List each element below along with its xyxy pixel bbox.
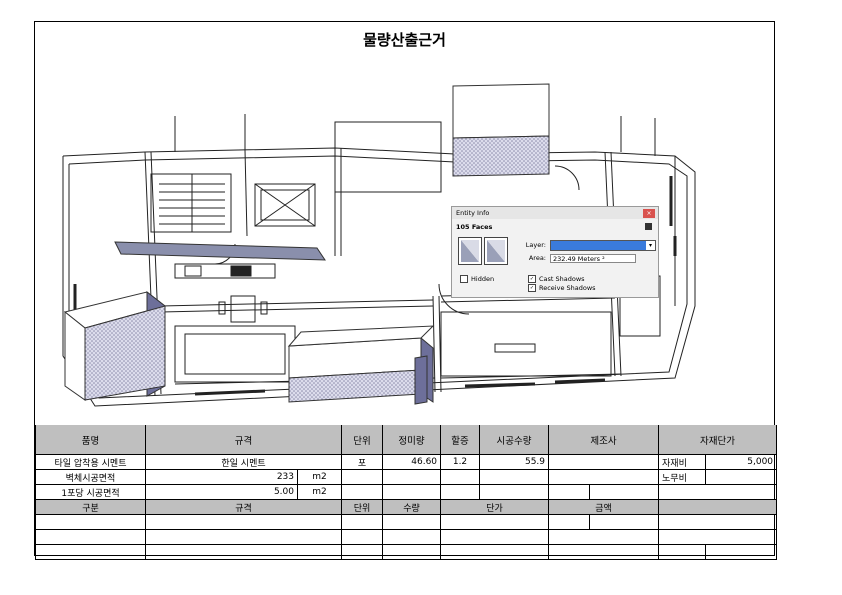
pin-icon[interactable] xyxy=(645,223,652,230)
item-maker xyxy=(548,454,660,470)
table-row xyxy=(35,529,778,545)
item-net: 46.60 xyxy=(382,454,442,470)
item-name: 1포당 시공면적 xyxy=(35,484,146,500)
table-header-row: 구분 규격 단위 수량 단가 금액 xyxy=(35,499,778,515)
chevron-down-icon: ▾ xyxy=(646,241,655,250)
table-header-row: 품명 규격 단위 정미량 할증 시공수량 제조사 자재단가 xyxy=(35,425,778,455)
col-header: 품명 xyxy=(35,425,146,455)
cost-value: 5,000 xyxy=(705,454,778,470)
item-qty: 55.9 xyxy=(479,454,550,470)
sheet-title: 물량산출근거 xyxy=(35,22,774,57)
item-spec: 한일 시멘트 xyxy=(144,454,343,470)
cost-label: 노무비 xyxy=(658,469,707,485)
back-material-swatch[interactable] xyxy=(484,237,508,265)
close-icon[interactable]: × xyxy=(643,209,655,218)
col-header: 제조사 xyxy=(548,425,660,455)
table-row: 타일 압착용 시멘트 한일 시멘트 포 46.60 1.2 55.9 자재비 5… xyxy=(35,454,778,470)
table-row: 1포당 시공면적 5.00 m2 xyxy=(35,484,778,500)
item-unit: m2 xyxy=(296,484,343,500)
hidden-checkbox[interactable]: Hidden xyxy=(460,275,494,283)
cost-label: 자재비 xyxy=(658,454,707,470)
area-value: 232.49 Meters ² xyxy=(550,254,636,263)
receive-shadows-checkbox[interactable]: ✓Receive Shadows xyxy=(528,284,596,292)
item-unit: m2 xyxy=(296,469,343,485)
col-header: 단위 xyxy=(341,499,384,515)
hidden-label: Hidden xyxy=(471,275,495,283)
table-row: 벽체시공면적 233 m2 노무비 xyxy=(35,469,778,485)
col-header: 구분 xyxy=(35,499,146,515)
col-header: 규격 xyxy=(144,499,343,515)
item-value: 5.00 xyxy=(145,484,298,500)
receive-shadows-label: Receive Shadows xyxy=(539,284,596,292)
item-name: 벽체시공면적 xyxy=(35,469,146,485)
entity-info-title: Entity Info xyxy=(452,207,658,219)
col-header: 시공수량 xyxy=(479,425,550,455)
entity-info-panel[interactable]: Entity Info × 105 Faces Layer: ▾ Area: 2… xyxy=(451,206,659,298)
item-name: 타일 압착용 시멘트 xyxy=(35,454,146,470)
quantity-table: 품명 규격 단위 정미량 할증 시공수량 제조사 자재단가 타일 압착용 시멘트… xyxy=(35,425,778,560)
quantity-sheet: 물량산출근거 xyxy=(34,21,778,560)
layer-dropdown[interactable]: ▾ xyxy=(550,240,656,251)
col-header: 정미량 xyxy=(382,425,442,455)
col-header: 자재단가 xyxy=(658,425,778,455)
layer-label: Layer: xyxy=(525,241,546,249)
item-unit: 포 xyxy=(341,454,384,470)
col-header: 할증 xyxy=(440,425,481,455)
item-extra: 1.2 xyxy=(440,454,481,470)
faces-count: 105 Faces xyxy=(456,223,493,231)
checked-icon: ✓ xyxy=(528,275,536,283)
area-label: Area: xyxy=(528,254,546,262)
col-header: 규격 xyxy=(144,425,343,455)
table-row xyxy=(35,544,778,560)
col-header: 단위 xyxy=(341,425,384,455)
item-value: 233 xyxy=(145,469,298,485)
col-header: 단가 xyxy=(440,499,550,515)
checkbox-icon xyxy=(460,275,468,283)
col-header: 금액 xyxy=(548,499,660,515)
front-material-swatch[interactable] xyxy=(458,237,482,265)
floor-plan-figure: Entity Info × 105 Faces Layer: ▾ Area: 2… xyxy=(35,56,774,426)
col-header: 수량 xyxy=(382,499,442,515)
floor-plan-drawing xyxy=(62,83,696,407)
cast-shadows-checkbox[interactable]: ✓Cast Shadows xyxy=(528,275,585,283)
checked-icon: ✓ xyxy=(528,284,536,292)
table-row xyxy=(35,514,778,530)
cast-shadows-label: Cast Shadows xyxy=(539,275,585,283)
